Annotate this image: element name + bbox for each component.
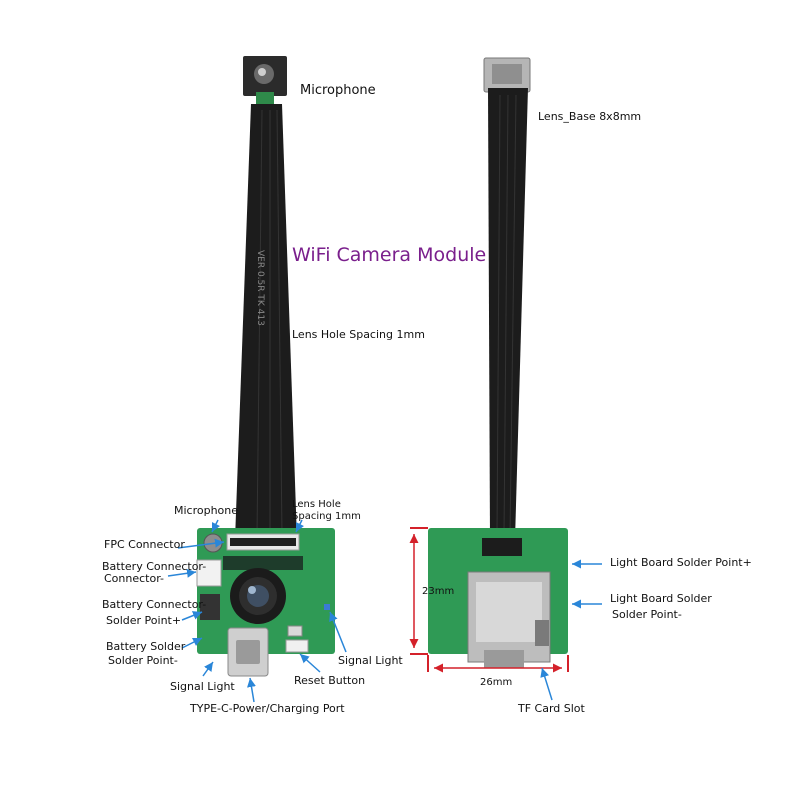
- cable-print: VER 0.5R TK 413: [255, 250, 265, 326]
- label-microphone-top: Microphone: [300, 83, 376, 98]
- label-lens-base: Lens_Base 8x8mm: [538, 110, 642, 123]
- label-battery-connector-plus-2: Solder Point+: [106, 614, 182, 627]
- label-type-c: TYPE-C-Power/Charging Port: [190, 702, 345, 715]
- label-battery-solder-1: Battery Solder: [106, 640, 186, 653]
- reset-button-component: [287, 625, 303, 637]
- ribbon-cable-right: [488, 88, 528, 540]
- label-lens-hole-board-1: Lens Hole: [292, 499, 341, 510]
- label-dim-height: 23mm: [422, 586, 455, 597]
- label-battery-connector-plus-1: Battery Connector-: [102, 598, 207, 611]
- label-battery-solder-2: Solder Point-: [108, 654, 178, 667]
- label-light-board-minus-1: Light Board Solder: [610, 592, 712, 605]
- label-battery-connector-minus-2: Connector-: [104, 572, 165, 585]
- ribbon-cable-left: [235, 104, 297, 540]
- signal-light-component: [324, 604, 330, 610]
- label-signal-light-left: Signal Light: [170, 680, 235, 693]
- label-microphone-board: Microphone: [174, 504, 239, 517]
- label-signal-light-right: Signal Light: [338, 654, 403, 667]
- label-lens-hole-spacing: Lens Hole Spacing 1mm: [292, 328, 425, 341]
- left-camera-module: VER 0.5R TK 413: [196, 56, 335, 677]
- label-fpc-connector: FPC Connector: [104, 538, 185, 551]
- callout-arrows: [167, 519, 602, 703]
- label-reset-button: Reset Button: [294, 674, 366, 687]
- label-dim-width: 26mm: [480, 677, 513, 688]
- label-light-board-minus-2: Solder Point-: [612, 608, 682, 621]
- label-tf-card-slot: TF Card Slot: [518, 702, 585, 715]
- label-light-board-plus: Light Board Solder Point+: [610, 556, 752, 569]
- label-battery-connector-minus-1: Battery Connector-: [102, 560, 207, 573]
- page-title: WiFi Camera Module: [292, 244, 487, 266]
- right-camera-module: [428, 57, 568, 668]
- label-lens-hole-board-2: Spacing 1mm: [292, 511, 361, 522]
- battery-connector: [196, 559, 222, 587]
